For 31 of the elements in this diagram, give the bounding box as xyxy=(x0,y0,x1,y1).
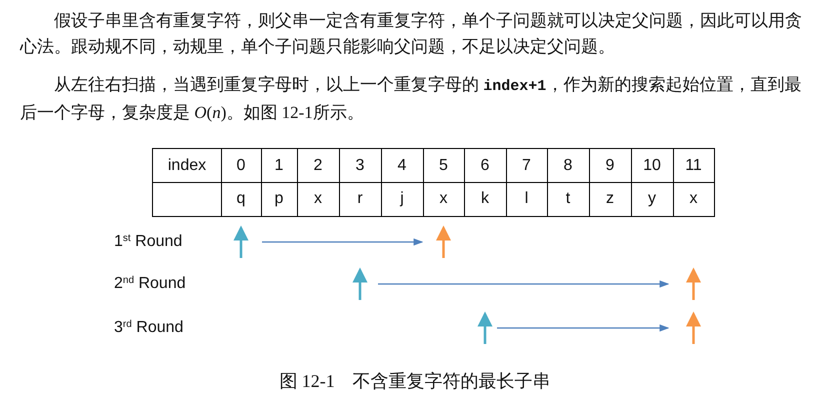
table-cell: y xyxy=(631,182,674,217)
table-cell: 9 xyxy=(589,148,632,183)
table-cell: x xyxy=(423,182,465,217)
table-cell: r xyxy=(339,182,382,217)
table-cell: 4 xyxy=(381,148,424,183)
table-cell: 5 xyxy=(423,148,465,183)
table-cell: p xyxy=(261,182,298,217)
table-cell: j xyxy=(381,182,424,217)
table-cell: 7 xyxy=(506,148,548,183)
table-cell: index xyxy=(152,148,222,183)
paragraph: 从左往右扫描，当遇到重复字母时，以上一个重复字母的 index+1，作为新的搜索起始位置，直到最后一个字母，复杂度是 O(n)。如图 12-1所示。 xyxy=(20,74,802,124)
round-label: 2$^{nd}$ Round xyxy=(114,274,186,294)
round-label: 1$^{st}$ Round xyxy=(114,232,182,252)
table-cell: 1 xyxy=(261,148,298,183)
table-cell: t xyxy=(547,182,590,217)
table-cell: l xyxy=(506,182,548,217)
table-cell: 2 xyxy=(297,148,340,183)
table-cell: x xyxy=(297,182,340,217)
table-cell: 3 xyxy=(339,148,382,183)
table-cell: 10 xyxy=(631,148,674,183)
paragraph: 假设子串里含有重复字符，则父串一定含有重复字符，单个子问题就可以决定父问题，因此可以用贪心法。跟动规不同，动规里，单个子问题只能影响父问题，不足以决定父问题。 xyxy=(20,10,803,58)
table-cell: x xyxy=(673,182,715,217)
table-cell: z xyxy=(589,182,632,217)
table-cell: q xyxy=(221,182,262,217)
round-label: 3$^{rd}$ Round xyxy=(114,318,184,338)
figure-caption: 图 12-1 不含重复字符的最长子串 xyxy=(279,370,551,393)
table-cell: 8 xyxy=(547,148,590,183)
table-cell: 0 xyxy=(221,148,262,183)
table-cell: 6 xyxy=(464,148,507,183)
table-cell: 11 xyxy=(673,148,715,183)
table-cell: k xyxy=(464,182,507,217)
